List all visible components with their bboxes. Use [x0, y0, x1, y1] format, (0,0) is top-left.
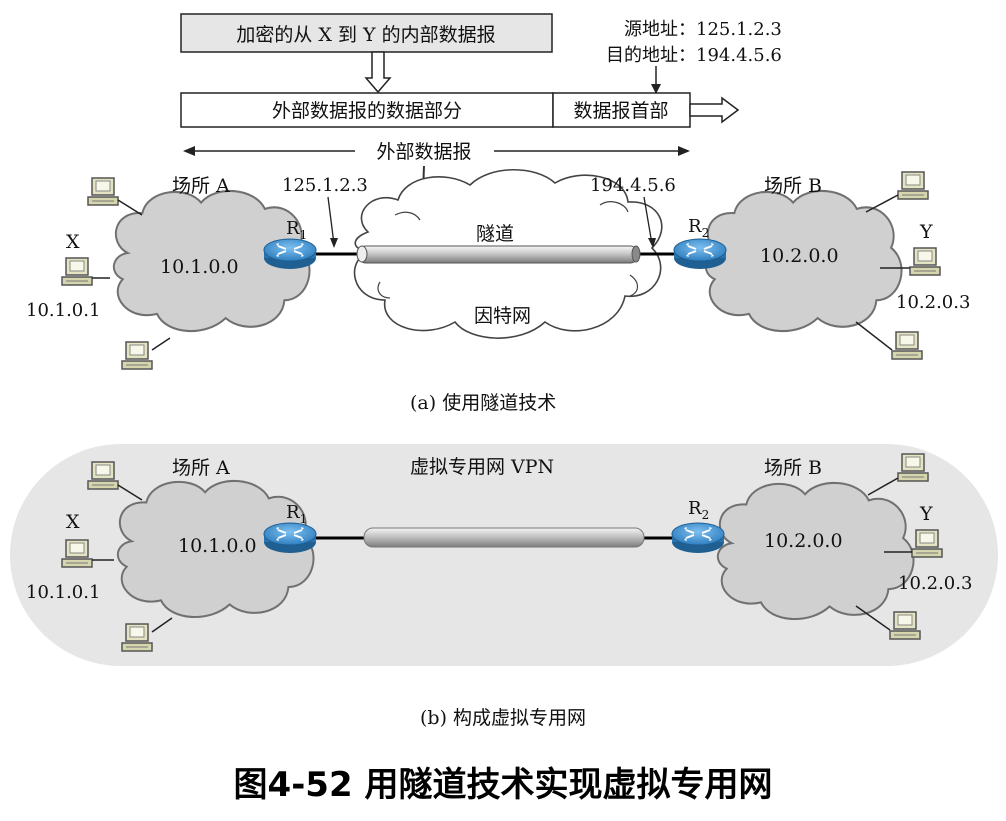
host-y-label: Y [919, 221, 933, 243]
host-y-address: 10.2.0.3 [898, 573, 972, 594]
tunnel-tube [357, 245, 639, 264]
figure-title: 图4-52 用隧道技术实现虚拟专用网 [234, 765, 773, 805]
destination-address: 目的地址：194.4.5.6 [606, 45, 782, 66]
panel-b: R1 R2 场所 A 场所 B 10.1.0.0 10.2.0.0 X 10.1… [10, 444, 998, 729]
computer-icon [897, 453, 929, 482]
computer-icon [87, 177, 119, 206]
outer-data-part-label: 外部数据报的数据部分 [272, 100, 462, 122]
source-address: 源地址：125.1.2.3 [624, 19, 782, 40]
outer-data-part-box [180, 92, 554, 128]
router-r2-label: R2 [688, 216, 709, 240]
address-pointer-arrow [651, 84, 661, 94]
computer-icon [121, 341, 153, 370]
host-x-address: 10.1.0.1 [26, 300, 100, 321]
host-x-label: X [66, 231, 80, 253]
outer-header-label: 数据报首部 [573, 100, 668, 122]
network-b-address: 10.2.0.0 [764, 530, 843, 552]
r2-address: 194.4.5.6 [590, 175, 676, 196]
outer-datagram-label: 外部数据报 [376, 141, 471, 163]
computer-icon [891, 331, 923, 360]
encrypted-inner-datagram-box [180, 13, 553, 53]
router-icon [263, 238, 317, 270]
computer-icon [911, 529, 943, 558]
network-b-address: 10.2.0.0 [760, 245, 839, 267]
network-a-address: 10.1.0.0 [178, 535, 257, 557]
router-r2-label: R2 [688, 498, 709, 522]
computer-icon [889, 611, 921, 640]
host-y-address: 10.2.0.3 [896, 292, 970, 313]
panel-a: R1 R2 125.1.2.3 194.4.5.6 场所 A 场所 B 10.1… [26, 168, 970, 414]
caption-a: (a) 使用隧道技术 [410, 392, 556, 414]
caption-b: (b) 构成虚拟专用网 [420, 707, 586, 729]
computer-icon [121, 623, 153, 652]
router-r1-label: R1 [286, 218, 307, 242]
host-x-address: 10.1.0.1 [26, 582, 100, 603]
send-arrow [689, 96, 740, 124]
encrypted-inner-datagram-label: 加密的从 X 到 Y 的内部数据报 [236, 24, 495, 46]
computer-icon [61, 257, 93, 286]
site-a-label: 场所 A [172, 457, 230, 479]
site-b-label: 场所 B [764, 175, 822, 197]
router-icon [263, 522, 317, 554]
internet-label: 因特网 [474, 305, 531, 327]
router-r1-label: R1 [286, 502, 307, 526]
vpn-tunnel-tube [363, 527, 645, 548]
vpn-label: 虚拟专用网 VPN [410, 456, 554, 478]
computer-icon [61, 539, 93, 568]
r1-address: 125.1.2.3 [282, 175, 368, 196]
host-y-label: Y [919, 503, 933, 525]
computer-icon [897, 171, 929, 200]
tunnel-label: 隧道 [476, 223, 514, 245]
site-b-label: 场所 B [764, 457, 822, 479]
computer-icon [87, 461, 119, 490]
host-x-label: X [66, 511, 80, 533]
encapsulate-arrow [364, 51, 392, 94]
network-a-address: 10.1.0.0 [160, 256, 239, 278]
datagram-diagram: 加密的从 X 到 Y 的内部数据报 外部数据报的数据部分 数据报首部 源地址：1… [180, 13, 782, 262]
site-a-label: 场所 A [172, 175, 230, 197]
router-icon [671, 522, 725, 554]
computer-icon [909, 247, 941, 276]
router-icon [673, 238, 727, 270]
